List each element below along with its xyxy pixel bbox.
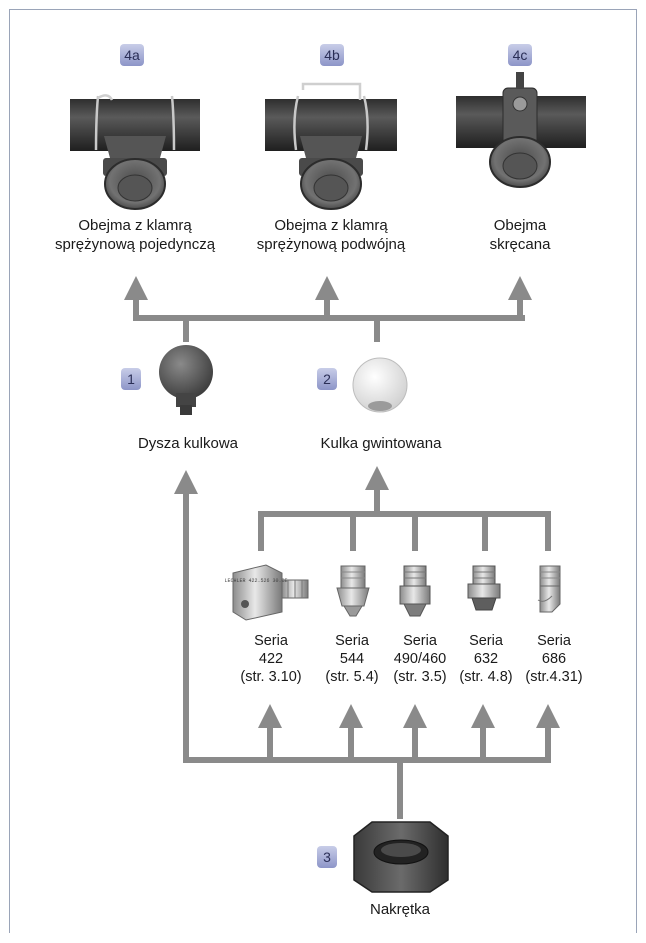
threaded-ball-image bbox=[352, 357, 408, 413]
series-686-line2: 686 bbox=[541, 651, 567, 667]
threaded-ball-label: Kulka gwintowana bbox=[320, 435, 442, 452]
clamp-screwed-label-line1: Obejma bbox=[493, 217, 547, 234]
frame-right-border bbox=[636, 9, 637, 933]
series-422-line1: Seria bbox=[254, 633, 288, 649]
series-544-line3: (str. 5.4) bbox=[325, 669, 379, 685]
series-632-label: Seria 632 (str. 4.8) bbox=[448, 632, 524, 686]
badge-4b: 4b bbox=[320, 44, 344, 66]
series-490-line2: 490/460 bbox=[393, 651, 447, 667]
clamp-single-spring-image bbox=[70, 94, 200, 210]
clamp-double-label-line2: sprężynową podwójną bbox=[256, 236, 406, 253]
series-686-nozzle-image bbox=[537, 565, 561, 613]
badge-4a: 4a bbox=[120, 44, 144, 66]
series-490-nozzle-image bbox=[399, 565, 431, 617]
clamp-single-label-line1: Obejma z klamrą bbox=[78, 217, 192, 234]
clamp-single-label: Obejma z klamrą sprężynową pojedynczą bbox=[30, 216, 240, 254]
series-422-line2: 422 bbox=[258, 651, 284, 667]
badge-3: 3 bbox=[317, 846, 337, 868]
series-632-line3: (str. 4.8) bbox=[459, 669, 513, 685]
nut-image bbox=[353, 821, 449, 893]
clamp-screwed-image bbox=[456, 72, 586, 188]
ball-nozzle-label: Dysza kulkowa bbox=[137, 435, 239, 452]
series-422-engraving: LECHLER 422.526 30.CE bbox=[224, 578, 287, 584]
series-632-line2: 632 bbox=[473, 651, 499, 667]
series-490-line3: (str. 3.5) bbox=[393, 669, 447, 685]
series-490-line1: Seria bbox=[403, 633, 437, 649]
series-544-nozzle-image bbox=[336, 565, 370, 617]
clamp-screwed-label-line2: skręcana bbox=[489, 236, 551, 253]
badge-2: 2 bbox=[317, 368, 337, 390]
nut-label: Nakrętka bbox=[369, 901, 431, 918]
series-632-nozzle-image bbox=[467, 565, 501, 611]
badge-1: 1 bbox=[121, 368, 141, 390]
badge-4c: 4c bbox=[508, 44, 532, 66]
ball-nozzle-image bbox=[159, 345, 213, 415]
series-632-line1: Seria bbox=[469, 633, 503, 649]
series-544-label: Seria 544 (str. 5.4) bbox=[312, 632, 392, 686]
series-544-line2: 544 bbox=[339, 651, 365, 667]
series-686-label: Seria 686 (str.4.31) bbox=[518, 632, 590, 686]
series-422-line3: (str. 3.10) bbox=[240, 669, 302, 685]
clamp-double-label-line1: Obejma z klamrą bbox=[274, 217, 388, 234]
clamp-double-label: Obejma z klamrą sprężynową podwójną bbox=[226, 216, 436, 254]
clamp-double-spring-image bbox=[265, 82, 397, 210]
series-422-nozzle-image: LECHLER 422.526 30.CE bbox=[224, 564, 309, 621]
frame-top-border bbox=[9, 9, 636, 10]
clamp-screwed-label: Obejma skręcana bbox=[440, 216, 600, 254]
connector-lines bbox=[124, 276, 560, 819]
series-686-line3: (str.4.31) bbox=[525, 669, 583, 685]
series-422-label: Seria 422 (str. 3.10) bbox=[226, 632, 316, 686]
series-490-label: Seria 490/460 (str. 3.5) bbox=[380, 632, 460, 686]
series-544-line1: Seria bbox=[335, 633, 369, 649]
clamp-single-label-line2: sprężynową pojedynczą bbox=[54, 236, 216, 253]
series-686-line1: Seria bbox=[537, 633, 571, 649]
